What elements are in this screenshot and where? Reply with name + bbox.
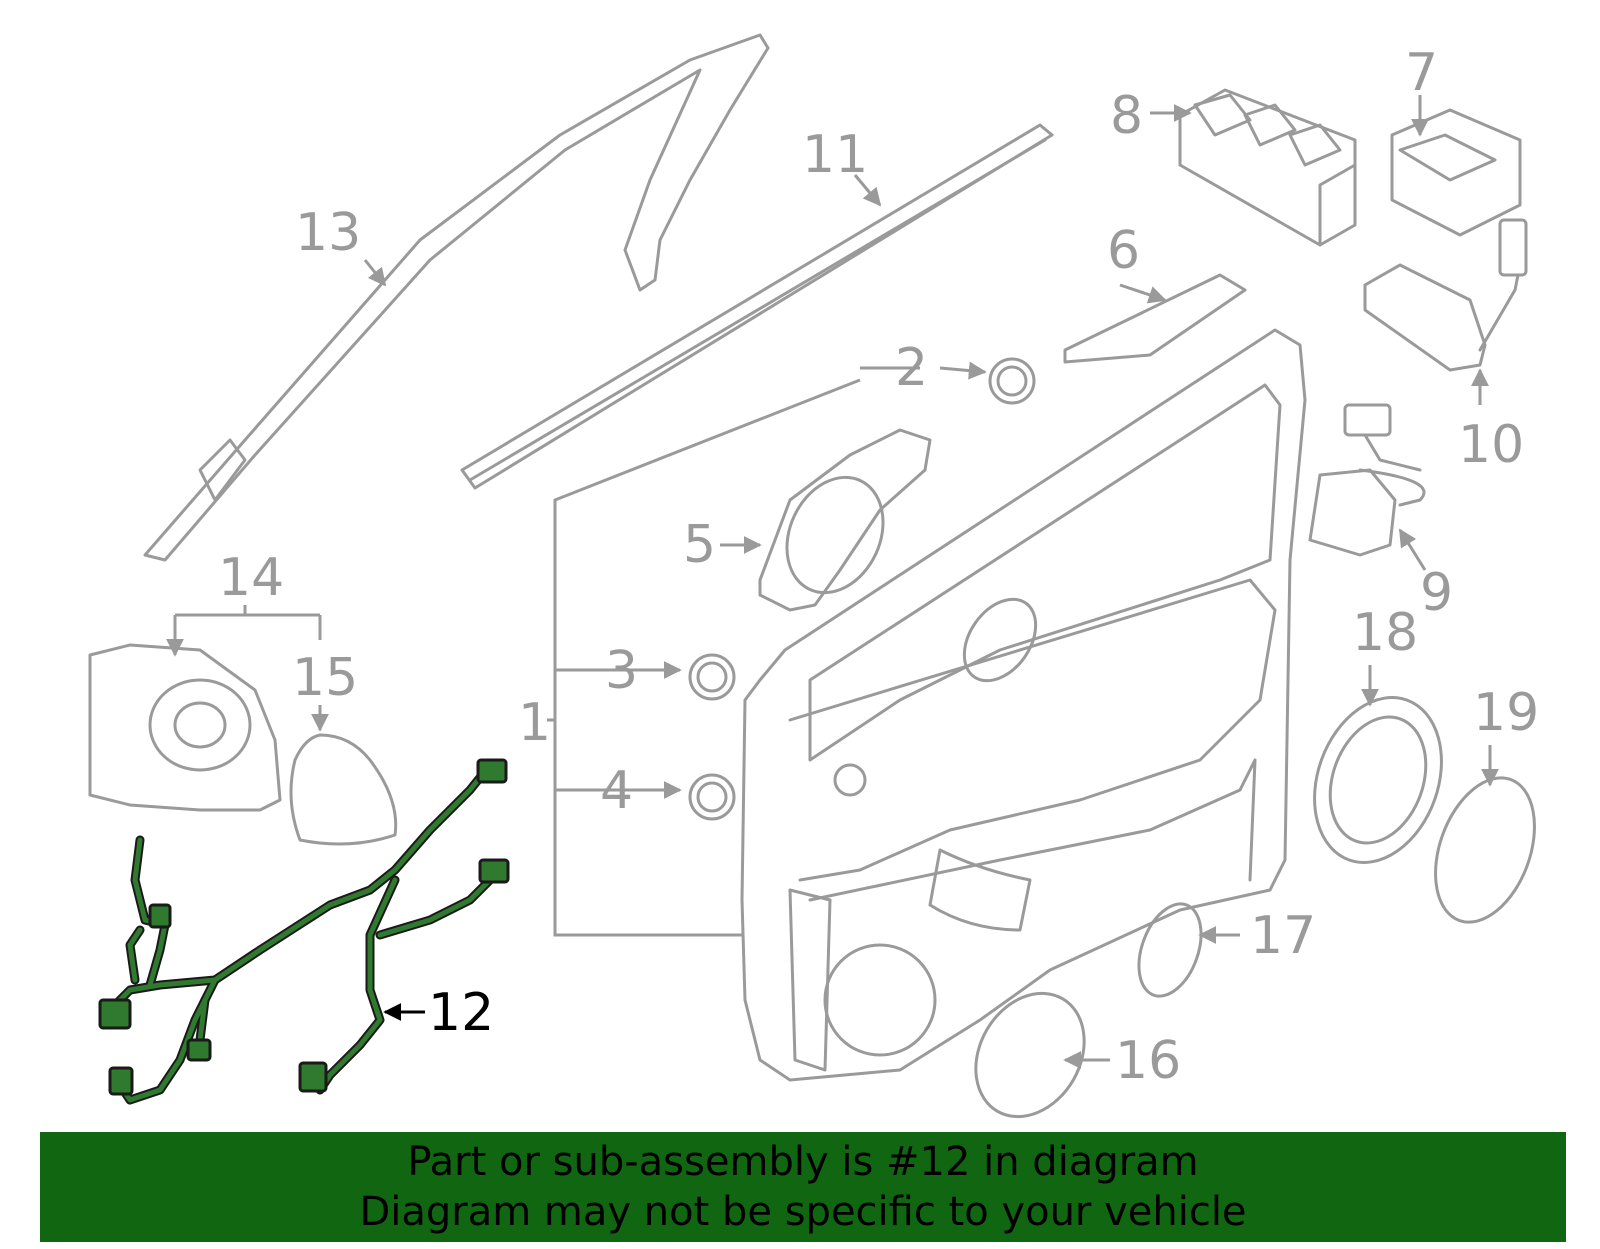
banner-line-disclaimer: Diagram may not be specific to your vehi… <box>359 1189 1247 1235</box>
callout-18: 18 <box>1352 603 1418 663</box>
part-7-window-switch <box>1390 108 1522 237</box>
part-5-inside-handle <box>758 428 932 612</box>
callout-14: 14 <box>218 548 284 608</box>
part-18-speaker <box>1313 696 1443 864</box>
callout-8: 8 <box>1110 86 1143 146</box>
callout-5: 5 <box>683 515 716 575</box>
part-12-wiring-harness <box>98 758 510 1105</box>
callout-7: 7 <box>1405 43 1438 103</box>
callout-10: 10 <box>1458 415 1524 475</box>
callout-9: 9 <box>1420 563 1453 623</box>
part-19-gasket <box>1434 776 1536 924</box>
part-8-master-switch <box>1178 88 1357 247</box>
callout-4: 4 <box>600 761 633 821</box>
callout-15: 15 <box>292 648 358 708</box>
callout-2: 2 <box>895 338 928 398</box>
callout-16: 16 <box>1115 1031 1181 1091</box>
callout-12: 12 <box>428 983 494 1043</box>
part-11-belt-weatherstrip <box>460 123 1054 490</box>
part-17-tweeter <box>1137 902 1203 998</box>
part-4-clip <box>688 773 736 821</box>
part-10-switch-harness <box>1363 218 1528 372</box>
banner-line-part: Part or sub-assembly is #12 in diagram <box>407 1139 1199 1185</box>
part-14-mirror-trim <box>88 643 282 812</box>
callout-6: 6 <box>1107 221 1140 281</box>
callout-11: 11 <box>802 125 868 185</box>
callout-1: 1 <box>518 693 551 753</box>
info-banner: Part or sub-assembly is #12 in diagram D… <box>40 1132 1566 1242</box>
leader-lines <box>166 95 1499 1069</box>
part-3-clip <box>688 653 736 701</box>
part-6-trim-strip <box>1063 273 1247 364</box>
callout-17: 17 <box>1250 906 1316 966</box>
part-15-seal <box>289 733 398 846</box>
part-2-clip <box>988 357 1036 405</box>
part-1-door-panel <box>740 328 1307 1082</box>
part-9-switch <box>1308 403 1426 557</box>
callout-3: 3 <box>605 641 638 701</box>
callout-19: 19 <box>1473 683 1539 743</box>
part-13-frame-molding <box>143 33 770 562</box>
part-16-speaker-ring <box>974 991 1086 1119</box>
callout-13: 13 <box>295 203 361 263</box>
